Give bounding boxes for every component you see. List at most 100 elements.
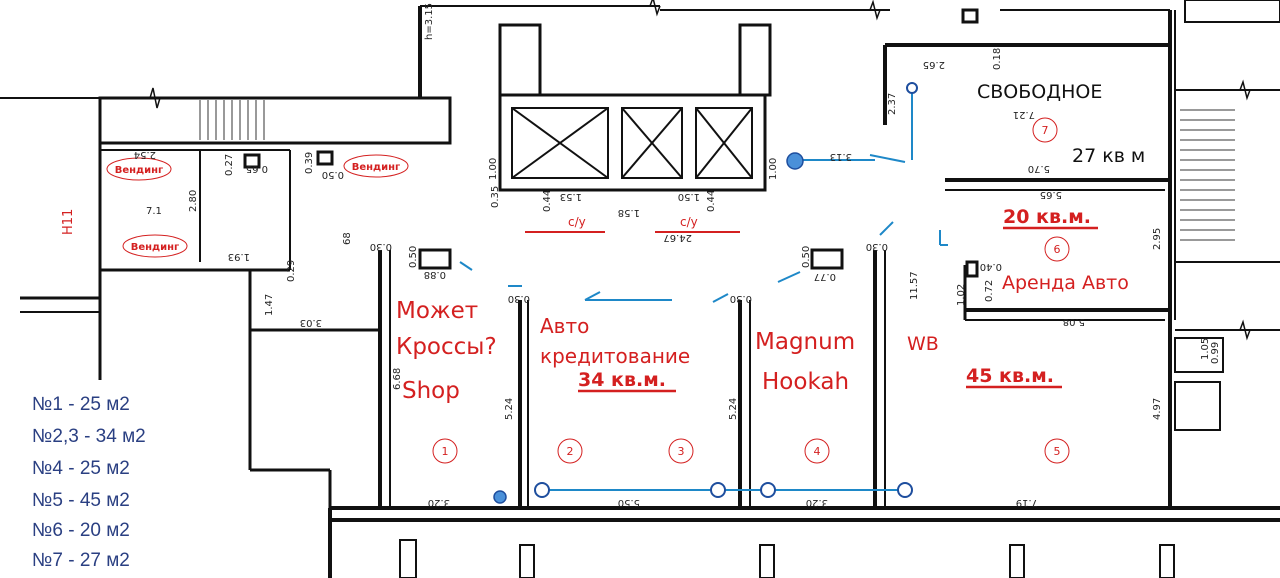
dim-5-08: 5.08	[1063, 316, 1085, 327]
restroom-label-2: с/у	[680, 215, 698, 229]
dim-1-47: 1.47	[264, 294, 275, 316]
dim-7-19: 7.19	[1016, 497, 1038, 508]
dim-3-20a: 3.20	[428, 497, 450, 508]
dim-5-24b: 5.24	[728, 398, 739, 420]
dim-0-99: 0.99	[1210, 342, 1221, 364]
unit-number-7: 7	[1042, 124, 1049, 137]
dim-0-88: 0.88	[424, 269, 446, 280]
dim-0-44b: 0.44	[706, 190, 717, 212]
unit5-label: WB	[907, 333, 939, 355]
stair-tag: Н11	[61, 209, 76, 235]
dim-1-58: 1.58	[618, 207, 640, 218]
dim-0-40: 0.40	[980, 261, 1002, 272]
dim-0-65: 0.65	[246, 163, 268, 174]
dim-68: 68	[342, 232, 353, 245]
dim-5-65: 5.65	[1040, 189, 1062, 200]
dim-24-67: 24.67	[663, 232, 692, 243]
ceiling-height: h=3.15	[424, 3, 435, 40]
unit2-label-line1: Авто	[540, 314, 589, 338]
unit-number-3: 3	[678, 445, 685, 458]
dim-0-50a: 0.50	[408, 246, 419, 268]
unit-number-2: 2	[567, 445, 574, 458]
unit1-label-line2: Кроссы?	[396, 334, 497, 360]
dim-1-00a: 1.00	[488, 158, 499, 180]
unit-number-4: 4	[814, 445, 821, 458]
restroom-labels: с/у с/у	[525, 215, 740, 233]
dim-5-70: 5.70	[1028, 163, 1050, 174]
vending-markers: Вендинг Вендинг Вендинг	[106, 154, 409, 258]
dim-2-54: 2.54	[134, 149, 156, 160]
vending-label-1: Вендинг	[115, 165, 164, 176]
legend-item-5: №6 - 20 м2	[32, 520, 130, 541]
dim-3-20b: 3.20	[806, 497, 828, 508]
dim-6-68: 6.68	[392, 368, 403, 390]
unit4-label-line2: Hookah	[762, 369, 849, 395]
unit-number-5: 5	[1054, 445, 1061, 458]
vending-label-2: Вендинг	[352, 162, 401, 173]
dim-2-80: 2.80	[188, 190, 199, 212]
dim-1-93: 1.93	[228, 251, 250, 262]
unit7-labels: СВОБОДНОЕ 27 кв м	[977, 81, 1145, 167]
unit2-label-line2: кредитование	[540, 344, 690, 368]
dim-0-35: 0.35	[490, 186, 501, 208]
dim-3-03: 3.03	[300, 317, 322, 328]
dim-0-50b: 0.50	[801, 246, 812, 268]
legend-item-6: №7 - 27 м2	[32, 550, 130, 571]
elevator-shafts	[511, 107, 753, 179]
unit1-label-line3: Shop	[402, 378, 460, 404]
unit7-label: СВОБОДНОЕ	[977, 81, 1102, 103]
unit7-area: 27 кв м	[1072, 145, 1145, 167]
break-marks	[149, 0, 1251, 341]
unit-number-markers	[432, 117, 1070, 464]
dim-7-21: 7.21	[1013, 109, 1035, 120]
dim-1-05: 1.05	[1200, 338, 1211, 360]
unit-number-6: 6	[1054, 243, 1061, 256]
legend-item-1: №1 - 25 м2	[32, 394, 130, 415]
unit-number-labels: 1 2 3 4 5 6 7	[442, 124, 1061, 458]
stairs-right	[1180, 109, 1235, 241]
unit4-label-line1: Magnum	[755, 329, 855, 355]
legend-item-3: №4 - 25 м2	[32, 458, 130, 479]
dim-0-30a: 0.30	[370, 241, 392, 252]
dim-0-44a: 0.44	[542, 190, 553, 212]
unit5-area: 45 кв.м.	[966, 365, 1054, 387]
dim-1-02: 1.02	[956, 284, 967, 306]
dim-0-30d: 0.30	[866, 241, 888, 252]
dim-1-53: 1.53	[560, 191, 582, 202]
facade-columns	[399, 539, 1175, 578]
dim-4-97: 4.97	[1152, 398, 1163, 420]
dim-1-50: 1.50	[678, 191, 700, 202]
dim-0-18: 0.18	[992, 48, 1003, 70]
vending-label-3: Вендинг	[131, 242, 180, 253]
structural-columns	[243, 8, 979, 278]
restroom-label-1: с/у	[568, 215, 586, 229]
dim-0-30b: 0.30	[508, 293, 530, 304]
utility-points	[534, 82, 918, 498]
dim-0-30c: 0.30	[730, 293, 752, 304]
unit1-label-line1: Может	[396, 298, 478, 324]
dim-0-72: 0.72	[984, 280, 995, 302]
dim-2-95: 2.95	[1152, 228, 1163, 250]
drain-points	[493, 152, 804, 504]
dim-0-39: 0.39	[304, 152, 315, 174]
unit6-area: 20 кв.м.	[1003, 206, 1091, 228]
dim-1-00b: 1.00	[768, 158, 779, 180]
dim-2-65: 2.65	[923, 59, 945, 70]
unit-number-1: 1	[442, 445, 449, 458]
dim-5-24a: 5.24	[504, 398, 515, 420]
unit6-label: Аренда Авто	[1002, 272, 1129, 294]
dim-3-13: 3.13	[830, 151, 852, 162]
tenant-labels: Может Кроссы? Shop Авто кредитование 34 …	[396, 206, 1129, 404]
stairs-left	[199, 100, 265, 140]
dim-0-27: 0.27	[224, 154, 235, 176]
legend-item-4: №5 - 45 м2	[32, 490, 130, 511]
unit23-area: 34 кв.м.	[578, 369, 666, 391]
dim-0-29: 0.29	[286, 260, 297, 282]
dim-5-50: 5.50	[618, 497, 640, 508]
dimension-labels: 0.88 0.50 0.30 0.30 0.30 0.30 0.77 0.50 …	[134, 48, 1221, 508]
dim-0-77: 0.77	[814, 271, 836, 282]
dim-0-50c: 0.50	[322, 169, 344, 180]
dim-2-37: 2.37	[887, 93, 898, 115]
